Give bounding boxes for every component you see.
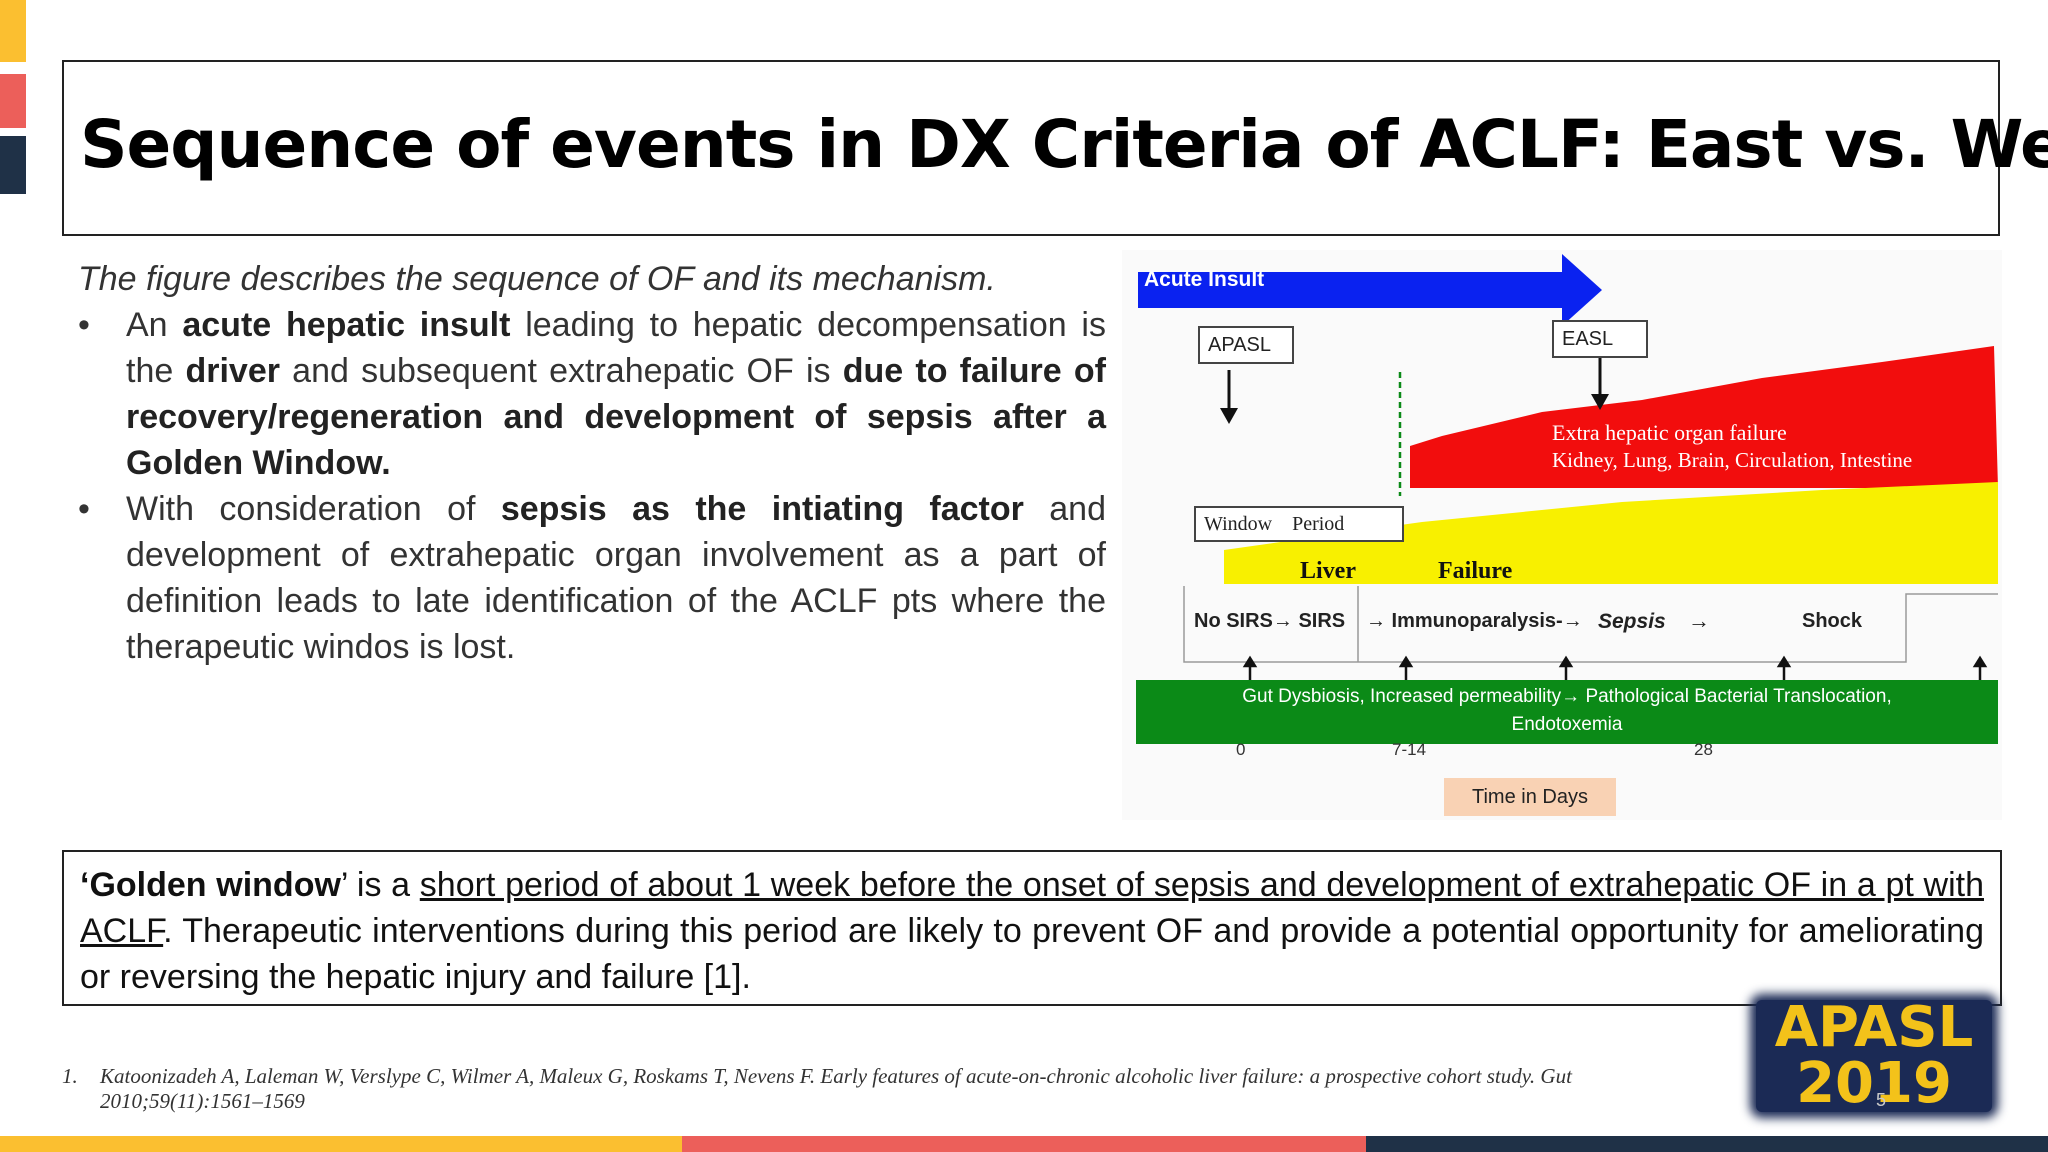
stage-arrow: → [1688, 608, 1710, 633]
bullet-text-2: With consideration of sepsis as the inti… [126, 490, 1106, 666]
failure-label: Failure [1438, 558, 1513, 584]
stage-sepsis: Sepsis [1598, 610, 1666, 633]
bullet-list: • An acute hepatic insult leading to hep… [78, 302, 1106, 670]
bullet-item-1: • An acute hepatic insult leading to hep… [78, 302, 1106, 486]
reference-text: Katoonizadeh A, Laleman W, Verslype C, W… [100, 1064, 1572, 1113]
bold-run: sepsis as the intiating factor [500, 490, 1024, 528]
reference: 1. Katoonizadeh A, Laleman W, Verslype C… [62, 1064, 1702, 1114]
apasl-arrowhead [1220, 408, 1238, 424]
easl-arrowhead [1591, 394, 1609, 410]
golden-window-term: ‘Golden window [80, 866, 341, 904]
golden-window-box: ‘Golden window’ is a short period of abo… [62, 850, 2002, 1006]
gut-text-line2: Endotoxemia [1511, 714, 1623, 735]
text-run: An [126, 306, 183, 344]
time-in-days-label: Time in Days [1472, 786, 1588, 808]
stage-immunoparalysis: → Immunoparalysis-→ [1366, 610, 1583, 632]
stage-shock: Shock [1802, 610, 1863, 632]
liver-failure-area [1224, 482, 1998, 584]
bottom-band-red [682, 1136, 1366, 1152]
bullet-glyph: • [78, 306, 90, 344]
acute-insult-arrow [1138, 254, 1602, 326]
corner-block-navy [0, 136, 26, 194]
figure-graphics [1136, 254, 1998, 816]
text-run: and development of extrahepatic organ in… [126, 490, 1106, 666]
time-label-bg [1444, 778, 1616, 816]
golden-window-rest: . Therapeutic interventions during this … [80, 912, 1984, 996]
aclf-timeline-figure: Acute Insult APASL EASL Extra hepatic or… [1122, 250, 2002, 820]
bullet-text-1: An acute hepatic insult leading to hepat… [126, 306, 1106, 482]
page-number: 5 [1876, 1090, 1887, 1110]
corner-block-yellow [0, 0, 26, 62]
gut-text-line1: Gut Dysbiosis, Increased permeability→ P… [1242, 686, 1892, 707]
logo-line-2: 2019 [1796, 1051, 1952, 1116]
bullet-item-2: • With consideration of sepsis as the in… [78, 486, 1106, 670]
liver-label: Liver [1300, 558, 1356, 584]
tick-7-14: 7-14 [1392, 740, 1427, 759]
stage-no-sirs-sirs: No SIRS→ SIRS [1194, 610, 1346, 632]
left-text-block: The figure describes the sequence of OF … [78, 256, 1106, 670]
golden-window-definition: short period of about 1 week before the … [80, 866, 1984, 950]
text-run: and subsequent extrahepatic OF is [279, 352, 843, 390]
tick-0: 0 [1236, 740, 1246, 759]
text-run: leading to hepatic decompensation is the [126, 306, 1106, 390]
easl-label: EASL [1552, 320, 1648, 358]
apasl-2019-logo: APASL 2019 [1756, 1000, 1992, 1112]
extra-hepatic-line1: Extra hepatic organ failure [1552, 420, 1787, 445]
bottom-band-yellow [0, 1136, 682, 1152]
extrahepatic-failure-area [1410, 346, 1998, 488]
golden-window-connector: ’ is a [340, 866, 420, 904]
stage-outline [1183, 586, 1998, 663]
bullet-glyph: • [78, 490, 90, 528]
up-arrows [1242, 655, 1988, 680]
intro-text: The figure describes the sequence of OF … [78, 260, 996, 298]
acute-insult-label: Acute Insult [1144, 268, 1265, 291]
logo-line-1: APASL [1774, 995, 1974, 1060]
gut-dysbiosis-band [1136, 680, 1998, 744]
bold-run: due to failure of recovery/regeneration … [126, 352, 1106, 482]
reference-number: 1. [62, 1064, 78, 1088]
bold-run: acute hepatic insult [182, 306, 511, 344]
title-box: Sequence of events in DX Criteria of ACL… [62, 60, 2048, 236]
text-run: With consideration of [126, 490, 501, 528]
bold-run: driver [185, 352, 280, 390]
bottom-band-navy [1366, 1136, 2048, 1152]
window-period-label: Window Period [1194, 506, 1404, 542]
tick-28: 28 [1694, 740, 1713, 759]
slide-title: Sequence of events in DX Criteria of ACL… [80, 106, 2048, 183]
extra-hepatic-line2: Kidney, Lung, Brain, Circulation, Intest… [1552, 448, 1913, 472]
corner-block-red [0, 74, 26, 128]
apasl-label: APASL [1198, 326, 1294, 364]
